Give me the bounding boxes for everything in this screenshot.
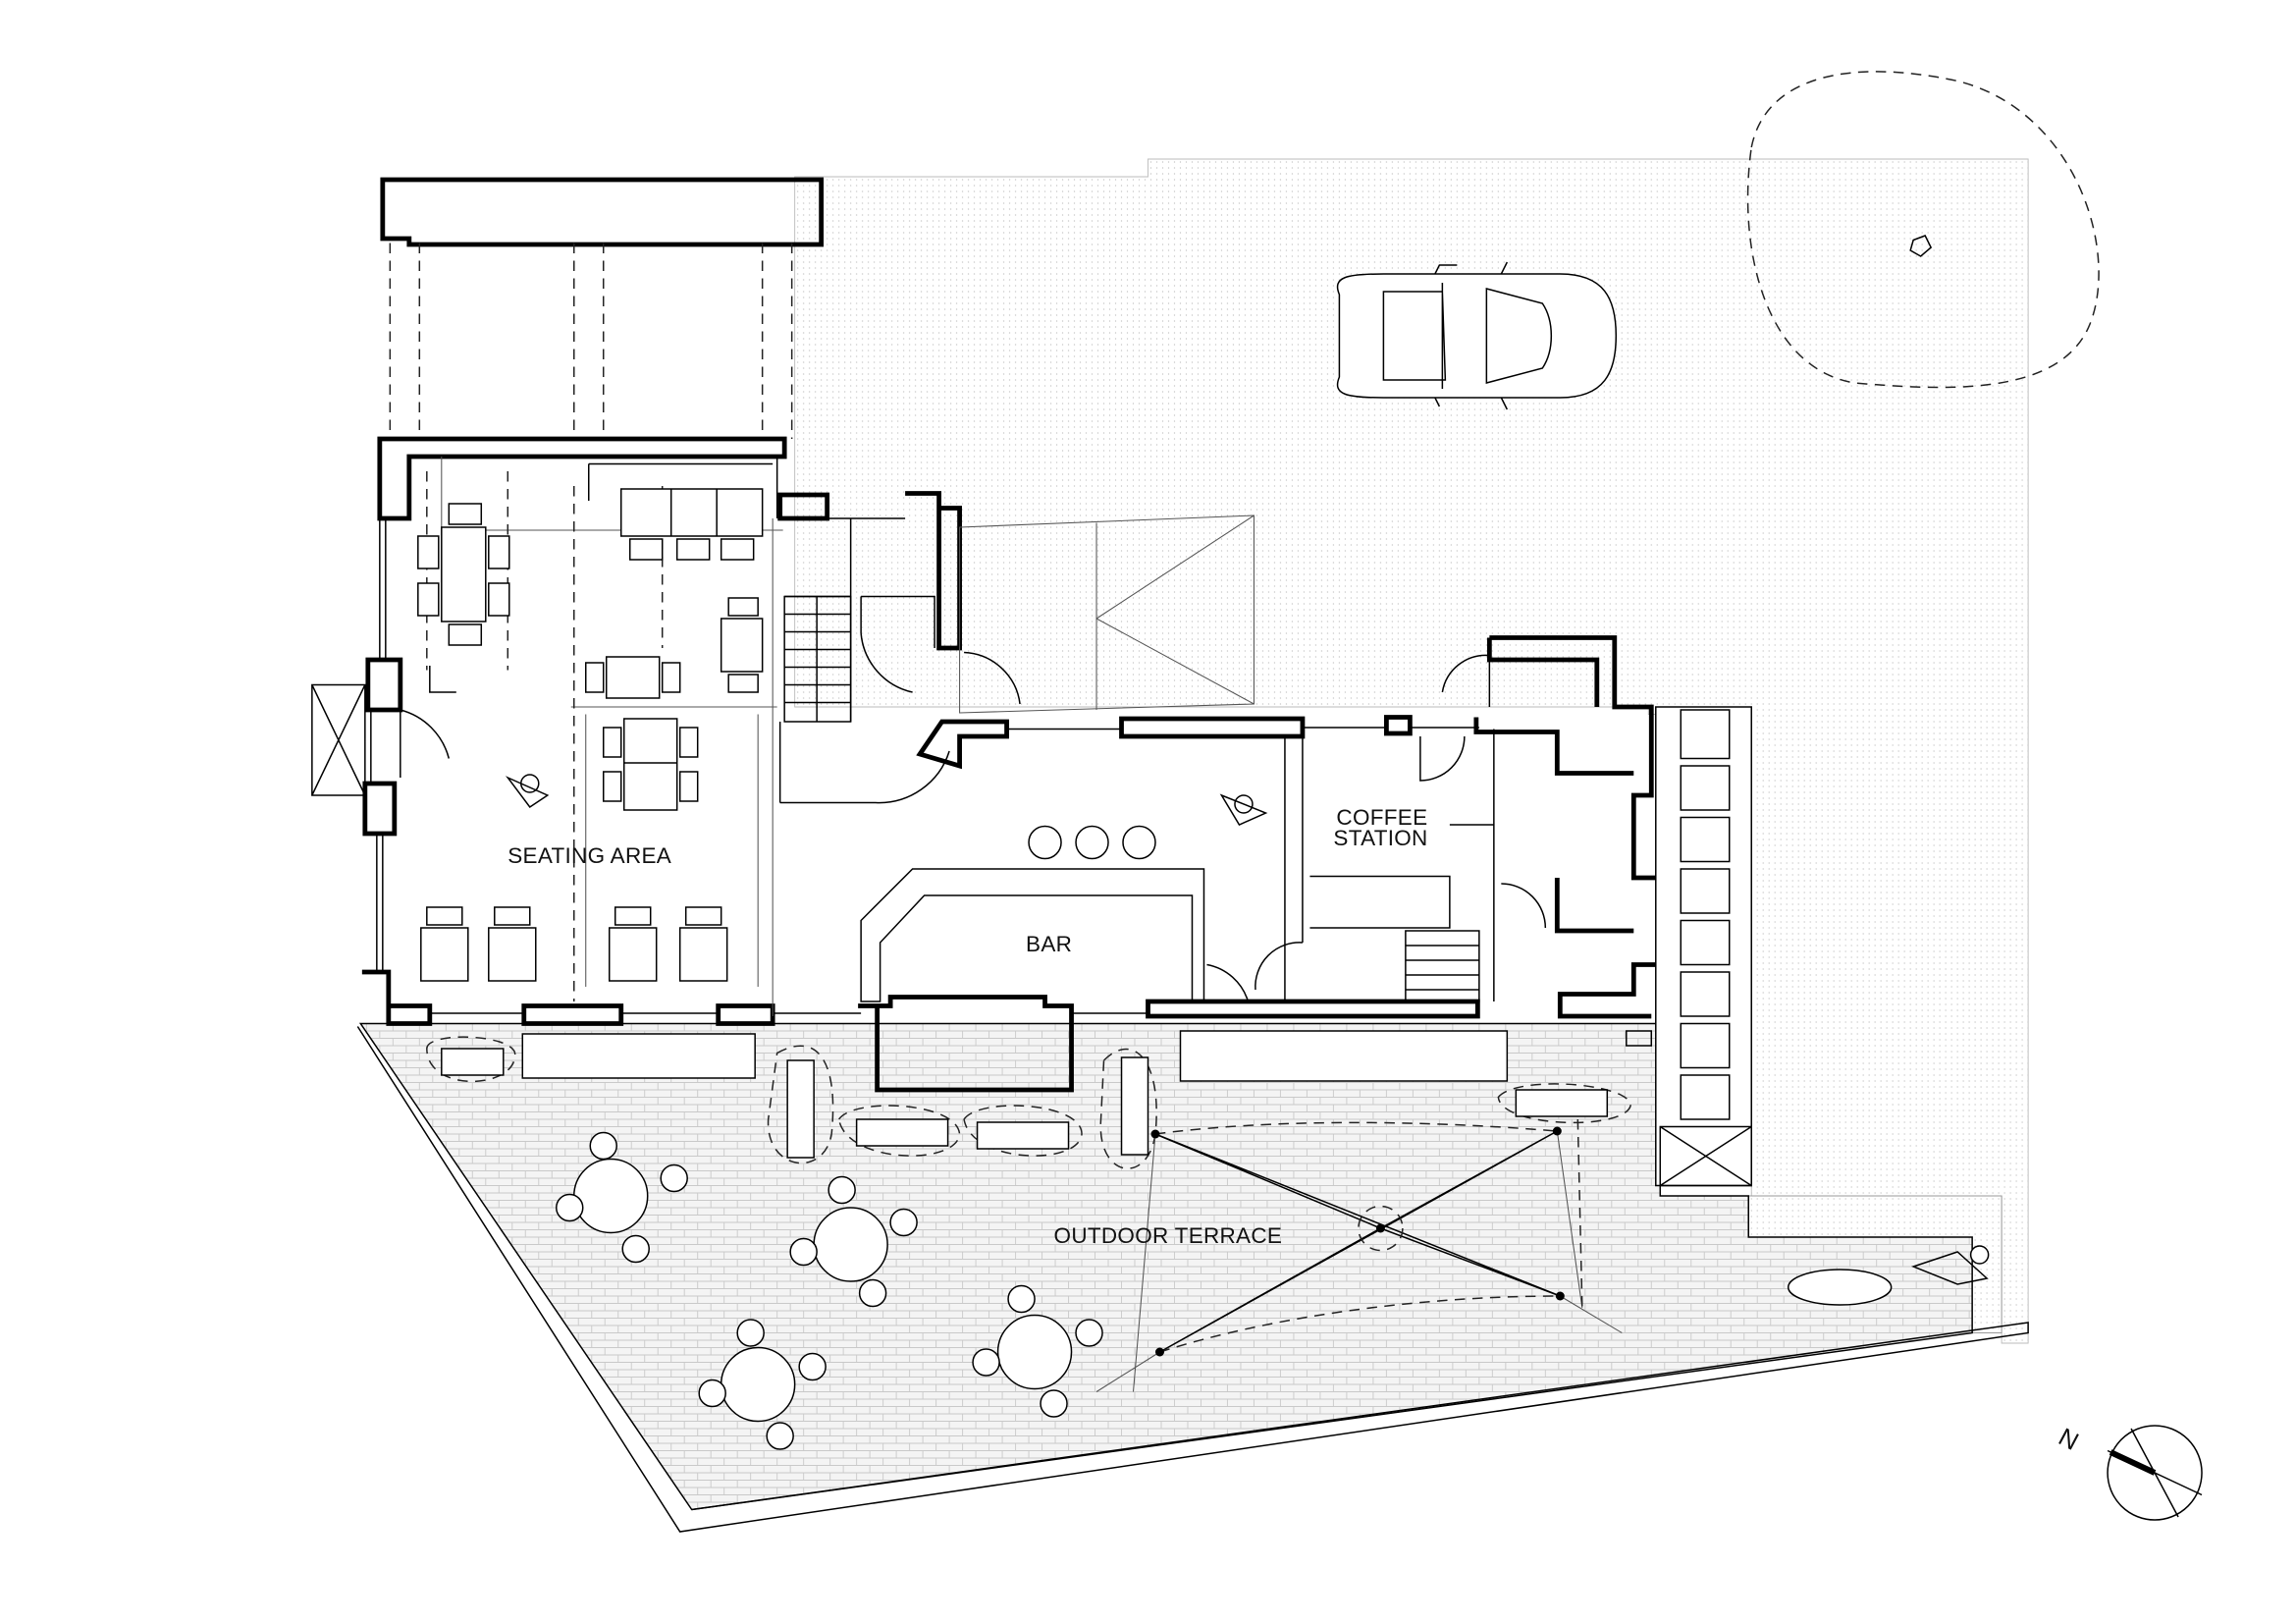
shade-sail	[1095, 1118, 1623, 1392]
label-coffee-station-2: STATION	[1333, 826, 1427, 850]
table-icon	[698, 1319, 827, 1450]
label-seating-area: SEATING AREA	[507, 843, 671, 868]
coffee-station-room	[1309, 635, 1663, 1047]
label-north: N	[2054, 1424, 2083, 1457]
stair-icon	[783, 595, 852, 723]
label-bar: BAR	[1026, 932, 1072, 956]
annex-wall	[380, 177, 825, 439]
stair-core	[777, 491, 962, 804]
label-coffee-station-1: COFFEE	[1336, 805, 1427, 830]
car-icon	[1337, 261, 1618, 410]
table-icon	[441, 526, 487, 622]
seating-furniture	[417, 488, 764, 982]
planters	[426, 1030, 1632, 1169]
seating-area-room	[311, 436, 862, 1026]
table-icon	[556, 1131, 688, 1264]
table-icon	[972, 1284, 1103, 1418]
chair-icon	[589, 1131, 617, 1161]
person-icon	[1910, 1245, 1990, 1285]
north-arrow-icon	[2107, 1425, 2203, 1521]
label-outdoor-terrace: OUTDOOR TERRACE	[1054, 1223, 1283, 1248]
terrace-tables	[556, 1131, 1103, 1450]
pond	[1787, 1269, 1893, 1306]
tree-canopy-icon	[1746, 71, 2100, 389]
courtyard-roof	[959, 514, 1255, 714]
bar-counter	[860, 868, 1205, 1002]
person-icon	[1219, 793, 1268, 826]
bar-hall	[858, 715, 1480, 1093]
person-icon	[505, 774, 550, 809]
side-paving-strip	[1655, 706, 1752, 1187]
table-icon	[789, 1175, 918, 1308]
